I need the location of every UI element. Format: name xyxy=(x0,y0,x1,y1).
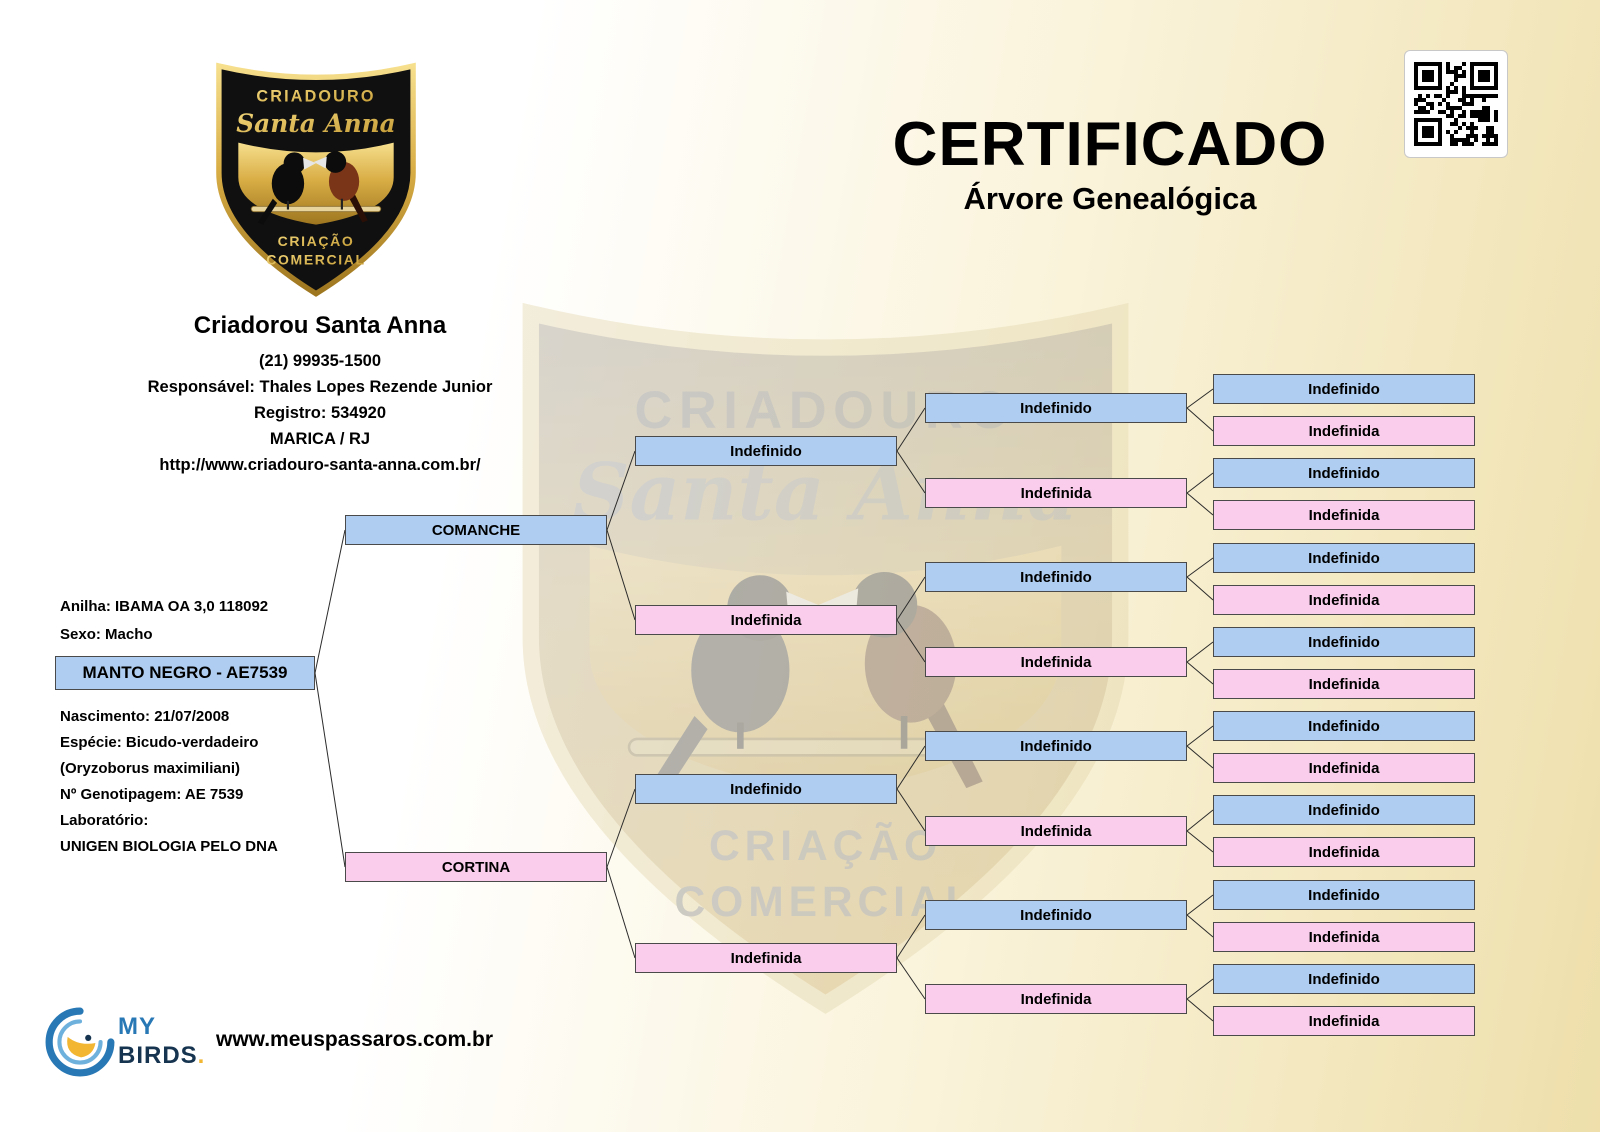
breeder-crest-logo: CRIADOURO Santa Anna CRIAÇÃO COMERCIAL xyxy=(200,52,432,298)
tree-box-gen5-2: Indefinido xyxy=(1213,458,1475,488)
breeder-phone: (21) 99935-1500 xyxy=(258,352,381,370)
tree-box-gen5-4: Indefinido xyxy=(1213,543,1475,573)
watermark-criacao-text: CRIAÇÃO xyxy=(709,822,942,870)
tree-box-gen4-7: Indefinida xyxy=(925,984,1187,1014)
tree-box-gen4-0: Indefinido xyxy=(925,393,1187,423)
tree-box-gen5-7: Indefinida xyxy=(1213,669,1475,699)
tree-box-gen4-3: Indefinida xyxy=(925,647,1187,677)
tree-box-gen4-2: Indefinido xyxy=(925,562,1187,592)
crest-bird-left-icon xyxy=(257,152,316,225)
breeder-website: http://www.criadouro-santa-anna.com.br/ xyxy=(159,456,481,474)
tree-box-gen3-1: Indefinida xyxy=(635,605,897,635)
tree-box-gen5-14: Indefinido xyxy=(1213,964,1475,994)
tree-box-gen5-1: Indefinida xyxy=(1213,416,1475,446)
subject-species: Espécie: Bicudo-verdadeiro xyxy=(60,734,259,751)
tree-box-gen5-5: Indefinida xyxy=(1213,585,1475,615)
brand-my-text: MY xyxy=(118,1013,156,1040)
subject-ring: Anilha: IBAMA OA 3,0 118092 xyxy=(60,598,269,615)
tree-box-gen3-3: Indefinida xyxy=(635,943,897,973)
subject-species-scientific: (Oryzoborus maximiliani) xyxy=(60,760,241,777)
footer-website: www.meuspassaros.com.br xyxy=(216,1028,493,1051)
tree-box-gen5-0: Indefinido xyxy=(1213,374,1475,404)
tree-box-gen3-2: Indefinido xyxy=(635,774,897,804)
breeder-location: MARICA / RJ xyxy=(269,430,371,448)
tree-box-gen5-8: Indefinido xyxy=(1213,711,1475,741)
subject-info-top: Anilha: IBAMA OA 3,0 118092 Sexo: Macho xyxy=(60,598,268,654)
tree-box-gen3-0: Indefinido xyxy=(635,436,897,466)
subject-lab-name: UNIGEN BIOLOGIA PELO DNA xyxy=(60,838,278,855)
breeder-name: Criadorou Santa Anna xyxy=(193,312,447,339)
qr-code xyxy=(1404,50,1508,158)
tree-box-gen4-4: Indefinido xyxy=(925,731,1187,761)
crest-criadouro-text: CRIADOURO xyxy=(256,88,375,106)
tree-box-mother: CORTINA xyxy=(345,852,607,882)
tree-box-gen5-11: Indefinida xyxy=(1213,837,1475,867)
tree-box-gen5-3: Indefinida xyxy=(1213,500,1475,530)
tree-box-gen5-15: Indefinida xyxy=(1213,1006,1475,1036)
tree-box-gen5-12: Indefinido xyxy=(1213,880,1475,910)
crest-comercial-text: COMERCIAL xyxy=(266,252,365,268)
brand-birds-text: BIRDS xyxy=(118,1042,198,1069)
mybirds-logo-icon xyxy=(44,1006,116,1078)
tree-box-gen5-9: Indefinida xyxy=(1213,753,1475,783)
subject-lab-label: Laboratório: xyxy=(60,812,149,829)
breeder-registry: Registro: 534920 xyxy=(253,404,387,422)
tree-box-gen4-5: Indefinida xyxy=(925,816,1187,846)
breeder-info: Criadorou Santa Anna (21) 99935-1500 Res… xyxy=(88,312,552,478)
subject-genotyping: Nº Genotipagem: AE 7539 xyxy=(60,786,244,803)
breeder-responsible: Responsável: Thales Lopes Rezende Junior xyxy=(147,378,493,396)
subject-info-bottom: Nascimento: 21/07/2008 Espécie: Bicudo-v… xyxy=(60,704,278,860)
tree-box-subject: MANTO NEGRO - AE7539 xyxy=(55,656,315,690)
tree-box-gen4-1: Indefinida xyxy=(925,478,1187,508)
tree-box-gen5-6: Indefinido xyxy=(1213,627,1475,657)
brand-dot: . xyxy=(197,1042,206,1069)
crest-perch xyxy=(250,205,382,213)
certificate-title: CERTIFICADO xyxy=(892,110,1328,179)
title-block: CERTIFICADO Árvore Genealógica xyxy=(840,112,1380,217)
crest-bird-right-icon xyxy=(313,151,368,223)
tree-box-gen5-10: Indefinido xyxy=(1213,795,1475,825)
tree-box-father: COMANCHE xyxy=(345,515,607,545)
subject-birth: Nascimento: 21/07/2008 xyxy=(60,708,230,725)
tree-box-gen5-13: Indefinida xyxy=(1213,922,1475,952)
subject-sex: Sexo: Macho xyxy=(60,626,153,643)
crest-criacao-text: CRIAÇÃO xyxy=(278,232,355,249)
tree-box-gen4-6: Indefinido xyxy=(925,900,1187,930)
watermark-shield: CRIADOURO Santa Anna CRIAÇÃO COMERCIAL xyxy=(498,220,1153,1068)
mybirds-wordmark: MY BIRDS. xyxy=(118,1014,205,1072)
certificate-subtitle: Árvore Genealógica xyxy=(963,181,1257,217)
crest-santa-anna-text: Santa Anna xyxy=(236,109,396,138)
